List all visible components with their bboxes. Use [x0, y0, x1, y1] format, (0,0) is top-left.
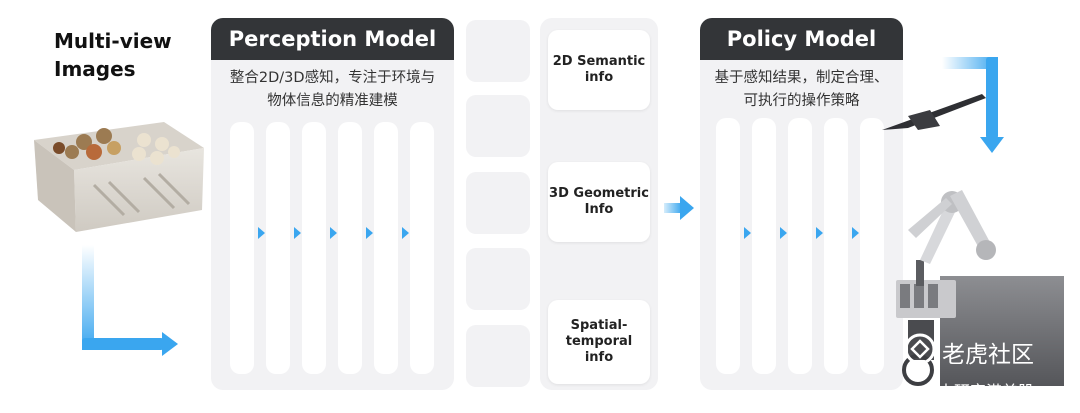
input-title-line2: Images [54, 57, 136, 81]
info-box-spatial-temporal: Spatial- temporal info [548, 300, 650, 384]
chevron-right-icon [816, 227, 823, 239]
tiger-logo-icon [904, 333, 936, 365]
info-box-line: info [584, 350, 614, 365]
arrow-right-icon [664, 196, 694, 220]
policy-layer-column [752, 118, 776, 374]
perception-layer-column [338, 122, 362, 374]
perception-layer-column [266, 122, 290, 374]
chevron-right-icon [744, 227, 751, 239]
chevron-right-icon [402, 227, 409, 239]
chevron-right-icon [780, 227, 787, 239]
policy-layer-column [824, 118, 848, 374]
watermark-text: 老虎社区 [942, 342, 1034, 368]
policy-desc-line2: 可执行的操作策略 [743, 93, 860, 109]
feature-cell [466, 248, 530, 310]
feature-cell [466, 20, 530, 82]
storage-crate-image [34, 122, 204, 232]
watermark-author: @舟木研究港美股 [906, 382, 1035, 401]
perception-model-description: 整合2D/3D感知，专注于环境与 物体信息的精准建模 [211, 67, 454, 113]
policy-model-header: Policy Model [700, 18, 903, 60]
input-title: Multi-view Images [54, 27, 172, 83]
perception-layer-column [230, 122, 254, 374]
perception-layer-column [374, 122, 398, 374]
input-title-line1: Multi-view [54, 29, 172, 53]
info-box-line: info [584, 70, 614, 85]
feature-cell [466, 95, 530, 157]
policy-desc-line1: 基于感知结果，制定合理、 [714, 70, 889, 86]
chevron-right-icon [294, 227, 301, 239]
chevron-right-icon [330, 227, 337, 239]
policy-layer-column [860, 118, 884, 374]
info-box-line: Spatial- [570, 318, 628, 333]
feature-cell [466, 172, 530, 234]
info-box-3d-geometric: 3D Geometric Info [548, 162, 650, 242]
perception-layer-column [410, 122, 434, 374]
chevron-right-icon [366, 227, 373, 239]
policy-layer-column [788, 118, 812, 374]
perception-layer-column [302, 122, 326, 374]
blue-down-arrow-icon [942, 57, 1004, 153]
info-box-line: Info [584, 202, 614, 217]
perception-model-header: Perception Model [211, 18, 454, 60]
robot-arm-image [896, 190, 1064, 386]
policy-layer-column [716, 118, 740, 374]
info-box-line: temporal [565, 334, 633, 349]
perception-desc-line2: 物体信息的精准建模 [267, 93, 398, 109]
chevron-right-icon [258, 227, 265, 239]
info-box-line: 3D Geometric [549, 186, 649, 201]
chevron-right-icon [852, 227, 859, 239]
policy-model-description: 基于感知结果，制定合理、 可执行的操作策略 [700, 67, 903, 113]
gripper-tool-image [882, 94, 986, 130]
info-box-2d-semantic: 2D Semantic info [548, 30, 650, 110]
info-box-line: 2D Semantic [552, 54, 646, 69]
blue-elbow-arrow-icon [82, 245, 178, 356]
perception-desc-line1: 整合2D/3D感知，专注于环境与 [229, 70, 436, 86]
feature-cell [466, 325, 530, 387]
